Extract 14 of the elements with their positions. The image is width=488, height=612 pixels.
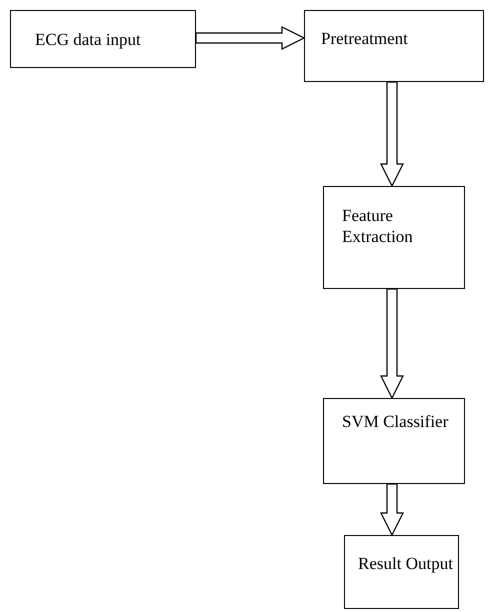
box-label: Pretreatment [321, 28, 408, 49]
hollow-arrow [195, 26, 306, 50]
box-label: Result Output [358, 553, 453, 574]
box-label: SVM Classifier [342, 411, 448, 432]
box-label: ECG data input [35, 28, 141, 50]
hollow-arrow [380, 288, 404, 400]
process-box [344, 535, 459, 609]
hollow-arrow [380, 81, 404, 188]
process-box [304, 10, 484, 82]
box-label: Feature Extraction [342, 205, 414, 247]
hollow-arrow [380, 483, 404, 536]
process-box [323, 186, 465, 289]
process-box [10, 10, 196, 68]
process-box [323, 398, 465, 484]
